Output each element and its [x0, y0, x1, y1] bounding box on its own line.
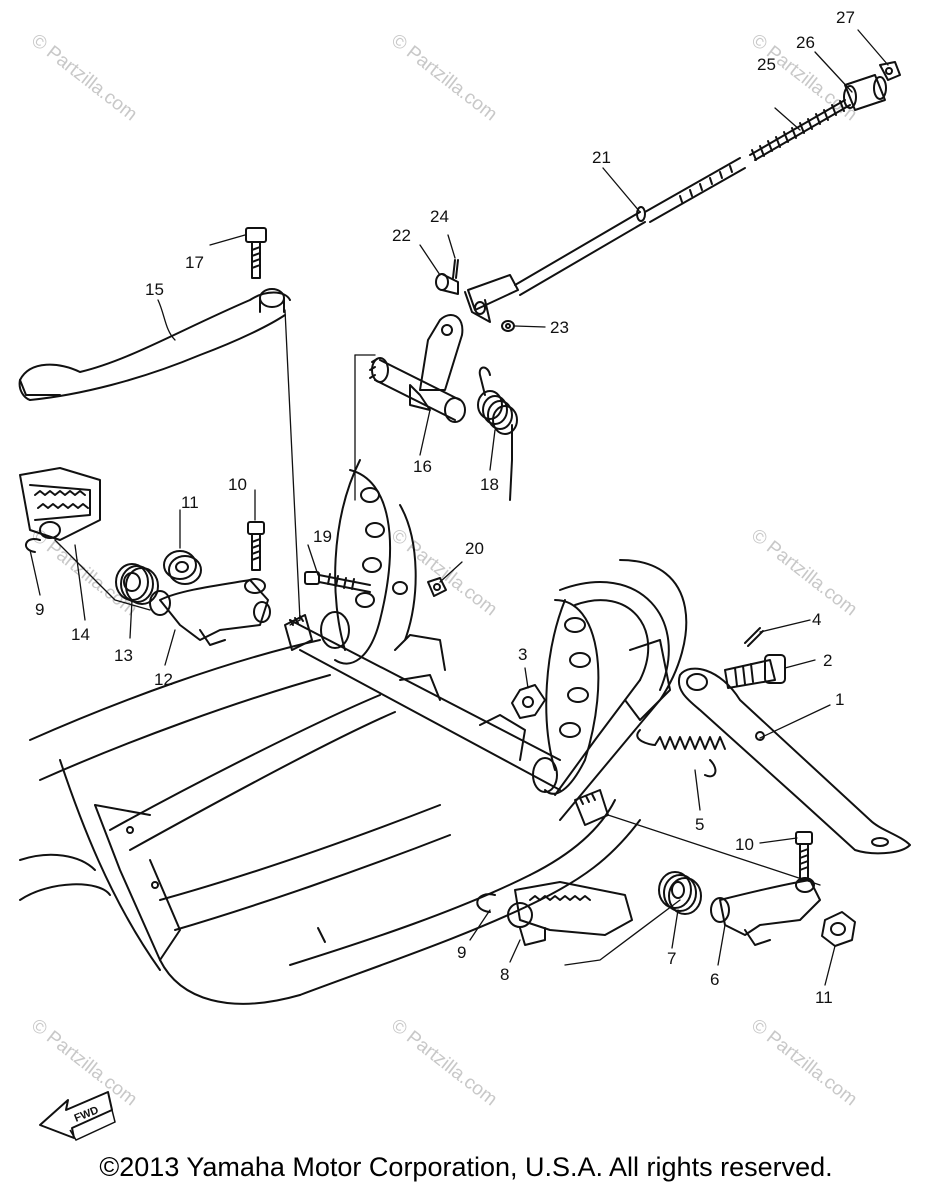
- part-24-cotter: [452, 259, 459, 279]
- part-15-lever: [18, 288, 291, 401]
- part-6-bracket: [710, 877, 821, 946]
- callout-10-right: 10: [735, 835, 754, 854]
- callout-5: 5: [695, 815, 704, 834]
- callout-15: 15: [145, 280, 164, 299]
- part-23-washer: [501, 320, 515, 332]
- callout-16: 16: [413, 457, 432, 476]
- part-3-nut: [511, 684, 546, 719]
- callout-4: 4: [812, 610, 821, 629]
- copyright-text: ©2013 Yamaha Motor Corporation, U.S.A. A…: [99, 1152, 833, 1182]
- part-4-pin: [744, 627, 764, 647]
- callout-1: 1: [835, 690, 844, 709]
- part-7-spring: [658, 871, 702, 915]
- callout-24: 24: [430, 207, 449, 226]
- callout-11-left: 11: [181, 493, 199, 512]
- callout-22: 22: [392, 226, 411, 245]
- part-5-spring: [636, 729, 726, 778]
- part-20-nut: [427, 577, 447, 597]
- callout-8: 8: [500, 965, 509, 984]
- part-9-clip-right: [476, 893, 496, 913]
- callout-6: 6: [710, 970, 719, 989]
- callout-3: 3: [518, 645, 527, 664]
- part-1-stand: [677, 667, 911, 855]
- cross-shaft: [284, 611, 609, 826]
- part-10-bolt-right: [795, 831, 813, 881]
- part-14-footpeg: [19, 467, 101, 541]
- callout-12: 12: [154, 670, 173, 689]
- part-11-nut-left: [163, 550, 202, 585]
- part-17-bolt: [245, 227, 267, 279]
- fwd-arrow-icon: FWD: [39, 1091, 116, 1141]
- callout-9-left: 9: [35, 600, 44, 619]
- part-9-clip-left: [25, 538, 41, 553]
- part-16-shaft: [369, 314, 466, 423]
- callout-labels: 1 2 3 4 5 6 7 8 9 9 10 10 11 11 12 13 14…: [35, 8, 855, 1007]
- part-18-spring: [477, 366, 518, 501]
- callout-14: 14: [71, 625, 90, 644]
- part-26-adjuster: [843, 74, 887, 111]
- callout-27: 27: [836, 8, 855, 27]
- part-19-bolt: [304, 571, 408, 595]
- part-13-spring: [115, 563, 159, 605]
- callout-25: 25: [757, 55, 776, 74]
- callout-7: 7: [667, 949, 676, 968]
- callout-11-right: 11: [815, 988, 833, 1007]
- part-27-nut: [879, 61, 901, 81]
- callout-21: 21: [592, 148, 611, 167]
- callout-2: 2: [823, 651, 832, 670]
- callout-10-left: 10: [228, 475, 247, 494]
- frame: [19, 459, 688, 1005]
- part-12-bracket: [149, 578, 271, 646]
- callout-20: 20: [465, 539, 484, 558]
- part-21-cable: [464, 157, 746, 323]
- callout-9-right: 9: [457, 943, 466, 962]
- part-11-nut-right: [821, 911, 856, 947]
- part-22-pin: [435, 273, 459, 295]
- callout-19: 19: [313, 527, 332, 546]
- part-8-footpeg: [507, 881, 633, 946]
- callout-23: 23: [550, 318, 569, 337]
- leader-lines: [29, 29, 889, 986]
- part-10-bolt-left: [247, 521, 265, 571]
- callout-18: 18: [480, 475, 499, 494]
- part-2-bolt: [724, 654, 786, 689]
- callout-26: 26: [796, 33, 815, 52]
- callout-13: 13: [114, 646, 133, 665]
- callout-17: 17: [185, 253, 204, 272]
